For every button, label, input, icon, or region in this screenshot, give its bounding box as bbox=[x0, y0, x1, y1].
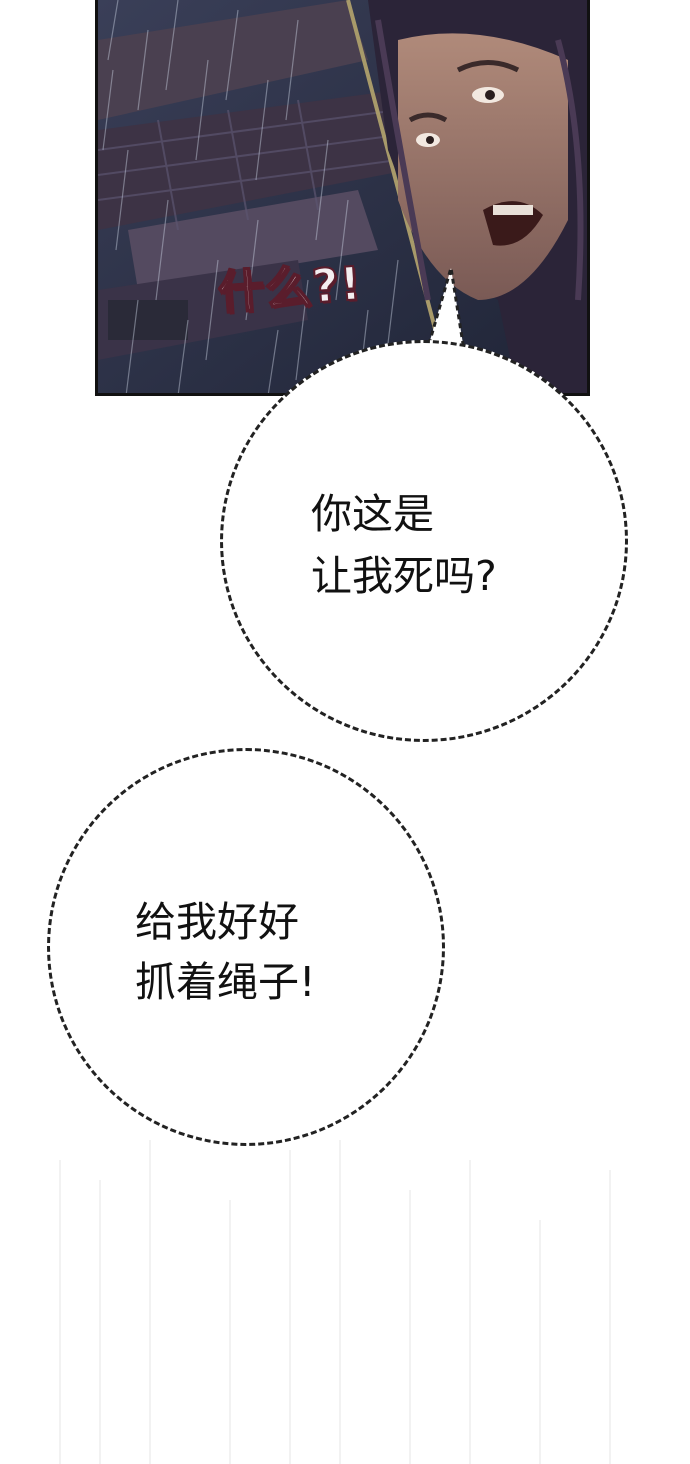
speech-bubble-bottom bbox=[47, 748, 445, 1146]
speech-bubble-top bbox=[220, 340, 628, 742]
sound-effect-text: 什么?! bbox=[216, 255, 365, 321]
bubble-bottom-line-1: 给我好好 bbox=[135, 898, 299, 946]
bubble-top-line-1: 你这是 bbox=[311, 490, 434, 538]
rain-scene-illustration bbox=[98, 0, 587, 393]
speech-bubble-tail bbox=[427, 267, 465, 345]
bubble-top-line-2: 让我死吗? bbox=[311, 552, 497, 600]
comic-panel-rain-scene: 什么?! bbox=[95, 0, 590, 396]
bubble-bottom-line-2: 抓着绳子! bbox=[135, 958, 316, 1006]
background-speed-lines bbox=[59, 1140, 611, 1464]
